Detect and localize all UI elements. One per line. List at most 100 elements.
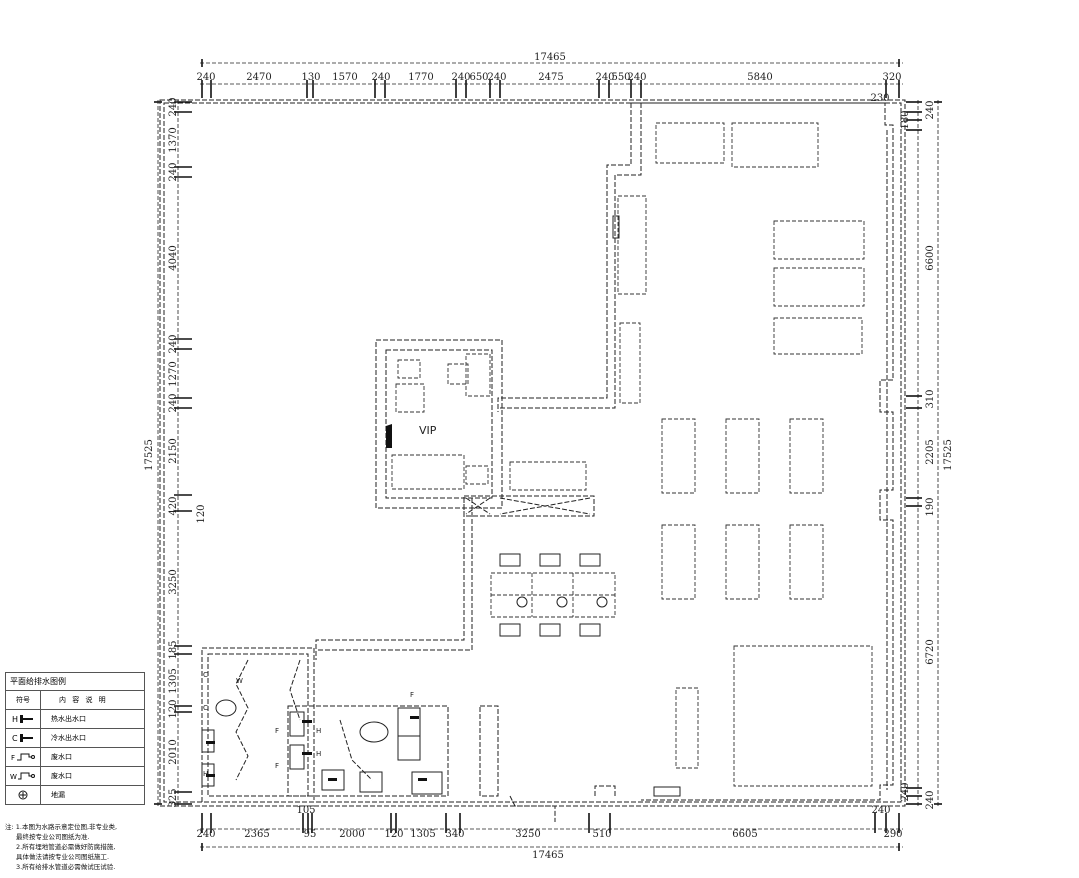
right-dim: 190 [925,497,936,516]
vip-room-label: VIP [419,424,437,437]
notes: 注: 1.本图为水路示意定位图,非专业类, 最终按专业公司图纸为准. 2.所有埋… [5,822,165,872]
bottom-dim: 240 [196,829,215,840]
top-dim: 240 [595,72,614,83]
bottom-dim: 95 [304,829,317,840]
bottom-dim: 510 [592,829,611,840]
legend-label: 废水口 [51,753,72,761]
left-dim: 1370 [168,127,179,152]
waste-water-outlet-icon: F [6,748,41,766]
legend-code: W [10,773,17,781]
left-dim: 240 [168,393,179,412]
legend-header-description: 内 容 说 明 [59,696,108,704]
top-dim: 320 [882,72,901,83]
top-dim: 550 [611,72,630,83]
cold-outlet-code: C [203,671,208,679]
dimension-labels: 17465 17465 17525 17525 240 2470 130 157… [144,52,954,861]
right-dim: 2205 [925,439,936,464]
note-line: 2.所有埋地管道必需做好防腐措施, [16,843,116,851]
legend-label: 地漏 [51,791,65,799]
left-dim: 240 [168,162,179,181]
vip-furniture: VIP [386,353,491,490]
hot-outlet-code: H [203,770,208,778]
left-dim: 2010 [168,739,179,764]
left-dim: 3250 [168,569,179,594]
cold-outlet-code: C [203,704,208,712]
bottom-dim: 2365 [244,829,269,840]
note-line: 最终按专业公司图纸为准. [16,833,90,841]
left-dim: 120 [168,699,179,718]
overall-top-dim: 17465 [534,52,566,63]
bottom-dim: 1305 [410,829,435,840]
legend-label: 废水口 [51,772,72,780]
note-line: 3.所有给排水管道必需做试压试验. [16,863,116,871]
legend-header-row: 符号 内 容 说 明 [6,691,144,710]
legend-code: H [12,715,18,724]
legend-row: C 冷水出水口 [6,729,144,748]
note-text: 1.本图为水路示意定位图,非专业类, [15,823,118,831]
vip-room-outline [375,339,503,509]
sewage-outlet-icon: W [6,767,41,785]
left-dim: 1305 [168,668,179,693]
bottom-dim: 340 [445,829,464,840]
legend-code: C [12,734,18,743]
note-line: 注: 1.本图为水路示意定位图,非专业类, [5,822,165,832]
overall-right-dim: 17525 [943,439,954,471]
top-dim: 1570 [332,72,357,83]
plumbing-fixtures: C C H W F F H H F [201,671,443,795]
top-dim: 240 [371,72,390,83]
top-dim: 2470 [246,72,271,83]
hall-furniture [490,122,873,797]
left-dim: 325 [168,788,179,807]
waste-outlet-code: F [410,691,414,699]
hot-water-outlet-icon: H [6,710,41,728]
legend-title: 平面给排水图例 [6,673,144,691]
overall-left-dim: 17525 [144,439,155,471]
left-dim: 120 [196,504,207,523]
overall-bottom-dim: 17465 [532,850,564,861]
notes-prefix: 注: [5,823,14,831]
top-dim: 130 [301,72,320,83]
top-dim: 2475 [538,72,563,83]
top-dim: 240 [487,72,506,83]
legend-header-symbol: 符号 [6,691,41,709]
dimension-lines [154,59,942,851]
floor-drain-icon [6,786,41,804]
walls [159,99,906,822]
right-dim: 240 [925,790,936,809]
right-dim: 310 [925,389,936,408]
bottom-dim: 2000 [339,829,364,840]
left-dim: 2150 [168,438,179,463]
legend-row: W 废水口 [6,767,144,786]
bottom-dim: 3250 [515,829,540,840]
waste-outlet-code: F [275,762,279,770]
bottom-dim: 290 [883,829,902,840]
legend-row: F 废水口 [6,748,144,767]
left-dim: 185 [168,640,179,659]
right-dim: 6600 [925,245,936,270]
top-dim: 1770 [408,72,433,83]
top-dim: 240 [451,72,470,83]
note-line: 具体做法请按专业公司图纸施工. [16,853,110,861]
legend-row: 地漏 [6,786,144,804]
legend-label: 冷水出水口 [51,734,86,742]
hot-outlet-code: H [316,750,321,758]
hot-outlet-code: H [316,727,321,735]
right-dim: 230 [870,93,889,104]
top-dim: 650 [469,72,488,83]
top-dim: 5840 [747,72,772,83]
left-dim: 1270 [168,361,179,386]
sewage-outlet-code: W [236,677,243,685]
top-dim: 240 [196,72,215,83]
bottom-dim: 6605 [732,829,757,840]
plumbing-legend: 平面给排水图例 符号 内 容 说 明 H 热水出水口 C 冷水出水口 F 废水口… [5,672,145,805]
right-dim: 6720 [925,639,936,664]
left-dim: 240 [168,97,179,116]
waste-outlet-code: F [275,727,279,735]
legend-row: H 热水出水口 [6,710,144,729]
left-dim: 4040 [168,245,179,270]
bottom-dim: 120 [384,829,403,840]
left-dim: 240 [168,334,179,353]
left-dim: 420 [168,496,179,515]
cold-water-outlet-icon: C [6,729,41,747]
